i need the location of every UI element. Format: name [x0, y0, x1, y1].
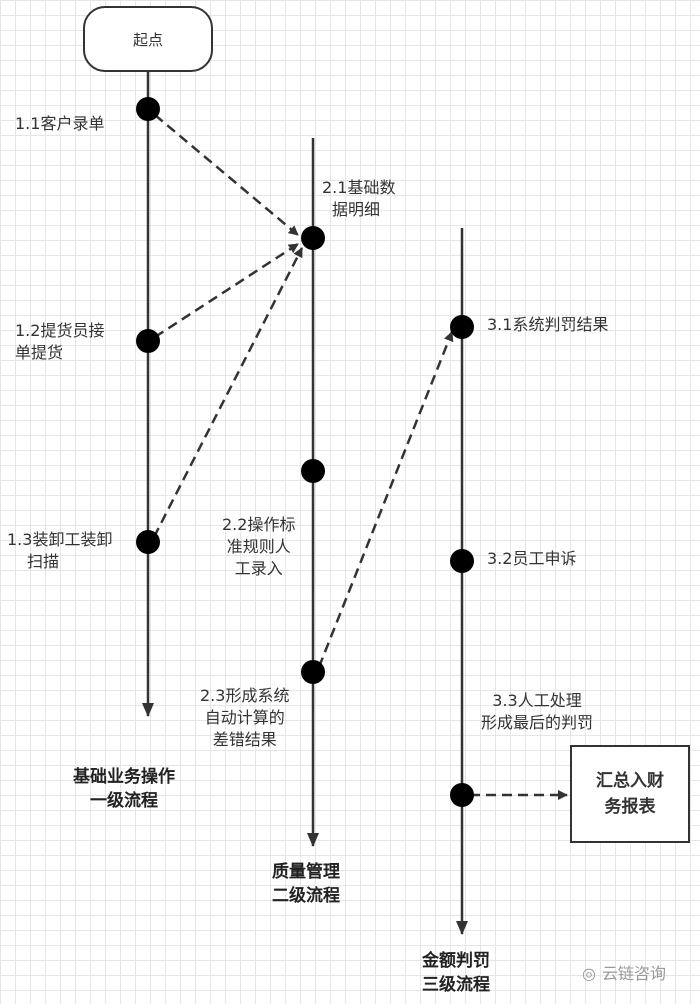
arrow-1-2-to-2-1 — [154, 242, 299, 339]
lane-3-title-1: 金额判罚 — [422, 951, 490, 971]
step-2-1-text-1: 2.1基础数 — [322, 178, 396, 197]
arrow-1-3-to-2-1 — [152, 247, 304, 538]
node-1-2 — [136, 329, 160, 353]
lane-2-title: 质量管理二级流程 — [272, 860, 340, 908]
lane-1-title-1: 基础业务操作 — [73, 767, 175, 787]
step-1-3-text-2: 扫描 — [27, 552, 60, 571]
watermark: ◎ 云链咨询 — [582, 960, 666, 984]
lane-3-title-2: 三级流程 — [422, 975, 490, 995]
step-3-2-label: 3.2员工申诉 — [487, 548, 576, 570]
node-1-1 — [136, 97, 160, 121]
node-3-2 — [450, 549, 474, 573]
node-2-3 — [301, 660, 325, 684]
lane-1-title-2: 一级流程 — [90, 791, 158, 811]
step-2-2-text-1: 2.2操作标 — [222, 515, 296, 534]
step-3-3-text-2: 形成最后的判罚 — [481, 713, 594, 732]
arrow-2-3-to-3-1 — [317, 331, 454, 668]
step-1-2-label: 1.2提货员接单提货 — [15, 320, 104, 364]
step-2-2-label: 2.2操作标准规则人工录入 — [222, 514, 295, 580]
watermark-text: 云链咨询 — [601, 964, 666, 983]
end-box-text-2: 务报表 — [604, 797, 656, 817]
step-1-3-label: 1.3装卸工装卸扫描 — [7, 529, 112, 573]
step-1-1-text: 1.1客户录单 — [15, 114, 105, 133]
node-2-2 — [301, 459, 325, 483]
node-2-1 — [301, 226, 325, 250]
step-1-2-text-2: 单提货 — [15, 343, 64, 362]
step-3-2-text: 3.2员工申诉 — [487, 549, 577, 568]
arrow-1-1-to-2-1 — [154, 114, 299, 236]
end-box-text-1: 汇总入财 — [596, 771, 664, 791]
step-2-1-text-2: 据明细 — [332, 200, 381, 219]
lane-2-title-2: 二级流程 — [272, 886, 340, 906]
step-1-2-text-1: 1.2提货员接 — [15, 321, 105, 340]
lane-2-title-1: 质量管理 — [272, 862, 340, 882]
step-1-1-label: 1.1客户录单 — [15, 113, 104, 135]
step-2-2-text-2: 准规则人 — [226, 537, 291, 556]
step-3-1-label: 3.1系统判罚结果 — [487, 314, 608, 336]
end-box-financial-report: 汇总入财务报表 — [570, 745, 690, 843]
step-2-3-text-3: 差错结果 — [212, 730, 277, 749]
step-2-3-text-2: 自动计算的 — [204, 708, 285, 727]
step-3-1-text: 3.1系统判罚结果 — [487, 315, 609, 334]
step-3-3-label: 3.3人工处理形成最后的判罚 — [481, 690, 593, 734]
node-1-3 — [136, 530, 160, 554]
lane-3-title: 金额判罚三级流程 — [422, 949, 490, 997]
step-2-3-text-1: 2.3形成系统 — [200, 686, 290, 705]
node-3-1 — [450, 315, 474, 339]
wechat-icon: ◎ — [582, 964, 596, 983]
lane-1-title: 基础业务操作一级流程 — [73, 765, 175, 813]
step-2-1-label: 2.1基础数据明细 — [322, 177, 395, 221]
step-2-2-text-3: 工录入 — [234, 559, 283, 578]
start-node: 起点 — [83, 6, 213, 72]
step-3-3-text-1: 3.3人工处理 — [492, 691, 582, 710]
start-label: 起点 — [132, 30, 163, 49]
step-1-3-text-1: 1.3装卸工装卸 — [7, 530, 113, 549]
node-3-3 — [450, 783, 474, 807]
step-2-3-label: 2.3形成系统自动计算的差错结果 — [200, 685, 289, 751]
